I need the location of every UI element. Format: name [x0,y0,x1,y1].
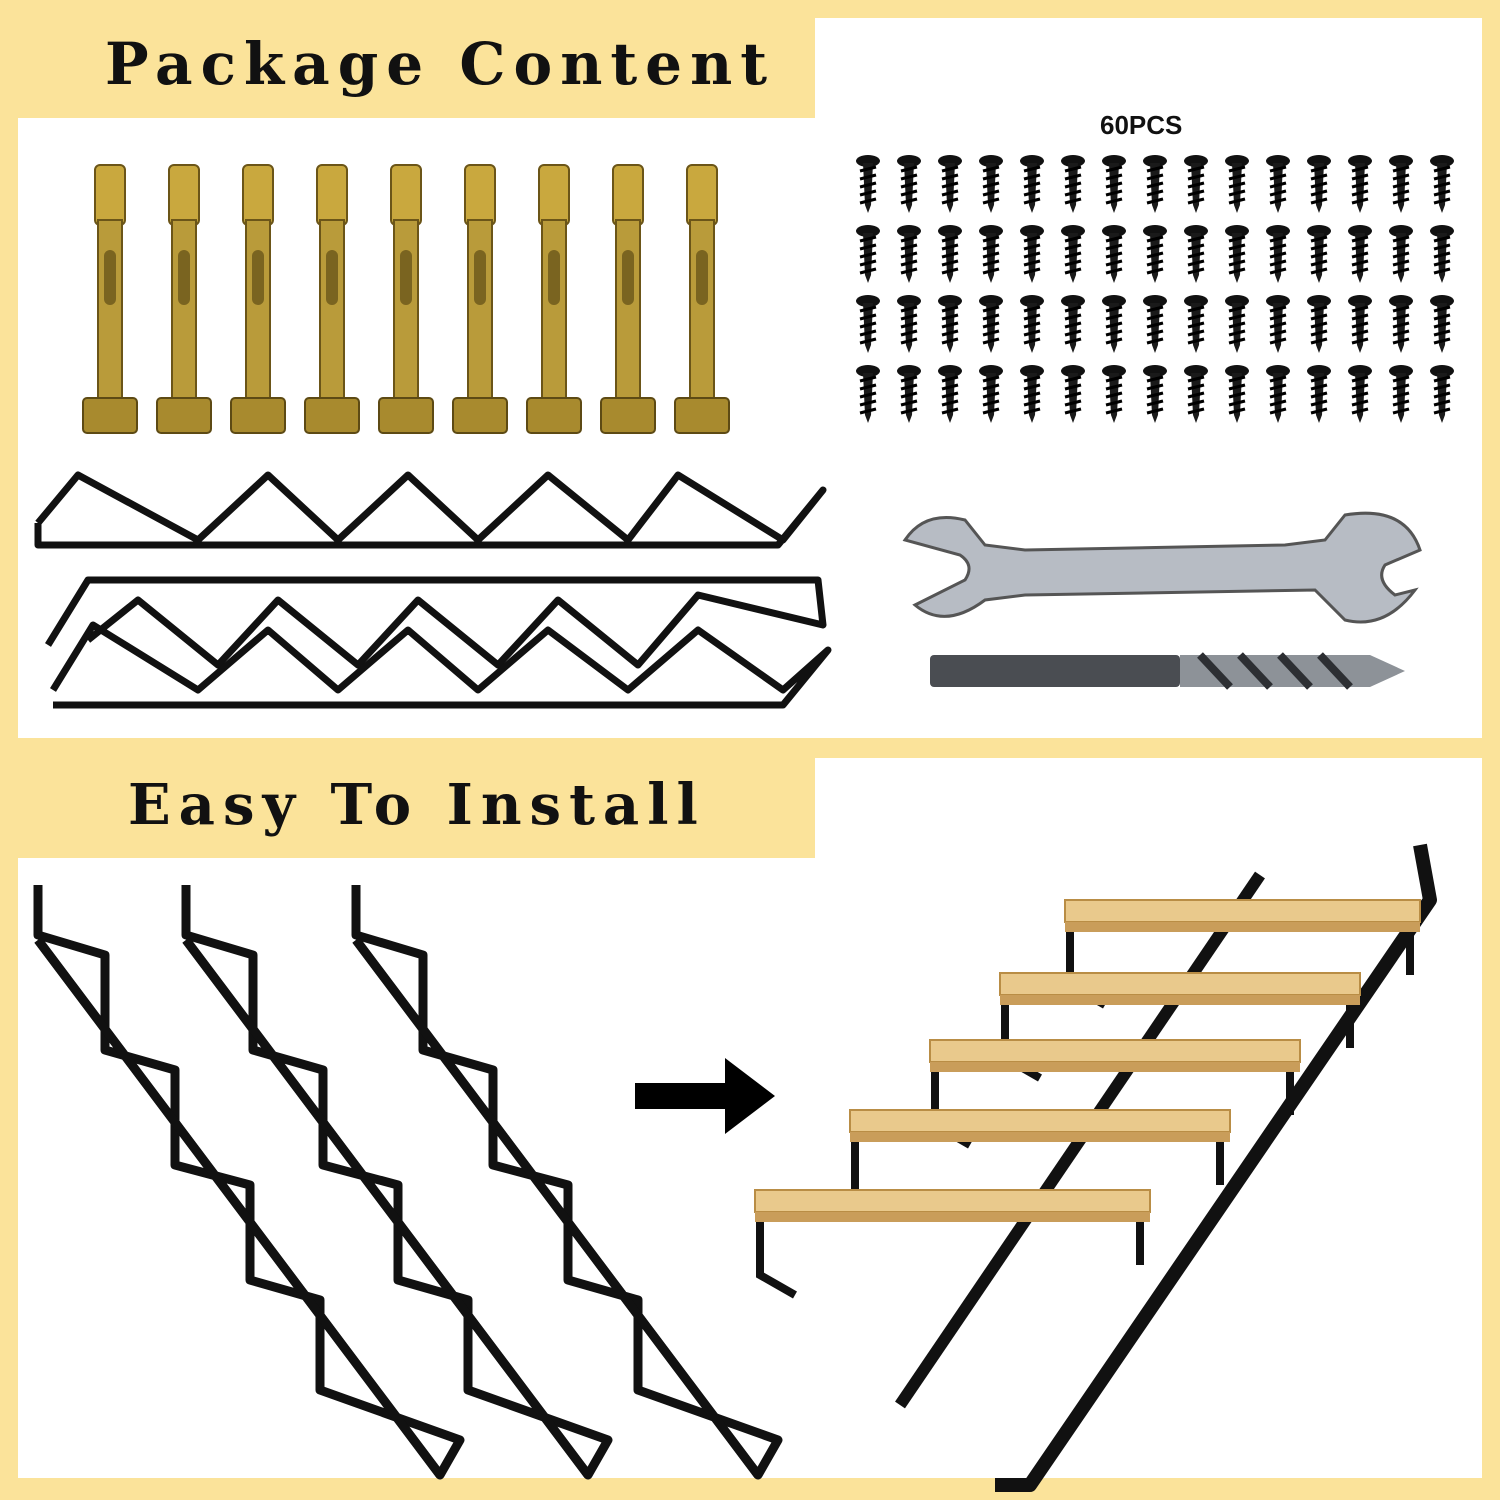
screw-icon [1348,225,1372,283]
screw-icon [1430,225,1454,283]
screw-icon [1143,155,1167,213]
screw-icon [1430,295,1454,353]
drill-bit-icon [930,652,1405,690]
screw-icon [1389,295,1413,353]
screw-icon [1266,225,1290,283]
screw-icon [1225,295,1249,353]
screw-icon [1143,365,1167,423]
screw-icon [1307,365,1331,423]
screw-icon [856,365,880,423]
screw-icon [1225,155,1249,213]
stair-brackets-group [33,885,783,1480]
expansion-bolt-icon [674,164,730,434]
screw-icon [897,295,921,353]
screw-icon [938,155,962,213]
screw-icon [1430,365,1454,423]
screw-icon [1225,225,1249,283]
screw-icon [1020,155,1044,213]
screw-icon [1061,295,1085,353]
screw-icon [1061,155,1085,213]
screw-icon [1266,365,1290,423]
expansion-bolt-icon [304,164,360,434]
screw-icon [979,155,1003,213]
screw-icon [938,365,962,423]
stair-bracket-icon [34,471,827,549]
screw-icon [938,225,962,283]
screw-icon [1307,225,1331,283]
screw-icon [856,225,880,283]
screw-icon [1389,155,1413,213]
screw-icon [1143,295,1167,353]
bottom-panel-extension [815,758,1482,868]
screw-icon [1143,225,1167,283]
flat-stair-brackets [34,471,832,709]
screw-icon [938,295,962,353]
screw-icon [1225,365,1249,423]
screw-icon [979,295,1003,353]
screw-icon [1348,155,1372,213]
screw-icon [897,225,921,283]
stair-bracket-icon [33,885,465,1480]
screw-icon [1020,365,1044,423]
stair-tread [754,1189,1151,1299]
screw-icon [1102,225,1126,283]
stair-bracket-icon [351,885,783,1480]
wrench-icon [902,511,1422,624]
screw-icon [1184,365,1208,423]
screw-icon [1430,155,1454,213]
screw-icon [1266,155,1290,213]
screw-icon [1348,365,1372,423]
expansion-bolt-icon [452,164,508,434]
screw-icon [897,155,921,213]
stair-bracket-icon [50,621,832,709]
screw-icon [1020,295,1044,353]
install-heading: Easy To Install [128,772,706,838]
expansion-bolts-group [82,164,730,434]
screw-icon [1061,225,1085,283]
expansion-bolt-icon [82,164,138,434]
install-panel [18,858,1482,1478]
screw-icon [1307,295,1331,353]
screw-icon [1020,225,1044,283]
screw-icon [979,365,1003,423]
stair-bracket-icon [181,885,613,1480]
expansion-bolt-icon [156,164,212,434]
assembled-stairs-icon [754,843,1437,1492]
screw-count-label: 60PCS [1100,110,1183,140]
screw-icon [1348,295,1372,353]
expansion-bolt-icon [526,164,582,434]
screws-group [856,155,1454,423]
screw-icon [897,365,921,423]
top-panel-extension [815,18,1482,128]
arrow-right-icon [635,1058,775,1134]
screw-icon [856,155,880,213]
screw-icon [1184,155,1208,213]
expansion-bolt-icon [230,164,286,434]
screw-icon [979,225,1003,283]
stair-bracket-icon [45,576,827,669]
screw-icon [1307,155,1331,213]
expansion-bolt-icon [600,164,656,434]
screw-icon [1061,365,1085,423]
screw-icon [1102,155,1126,213]
tab-curve [815,18,885,88]
screw-icon [1184,295,1208,353]
screw-icon [1184,225,1208,283]
screw-icon [1102,295,1126,353]
expansion-bolt-icon [378,164,434,434]
screw-icon [1266,295,1290,353]
screw-icon [1102,365,1126,423]
screw-icon [1389,365,1413,423]
screw-icon [856,295,880,353]
stair-stringer [995,843,1437,1492]
screw-icon [1389,225,1413,283]
package-content-heading: Package Content [105,30,776,98]
